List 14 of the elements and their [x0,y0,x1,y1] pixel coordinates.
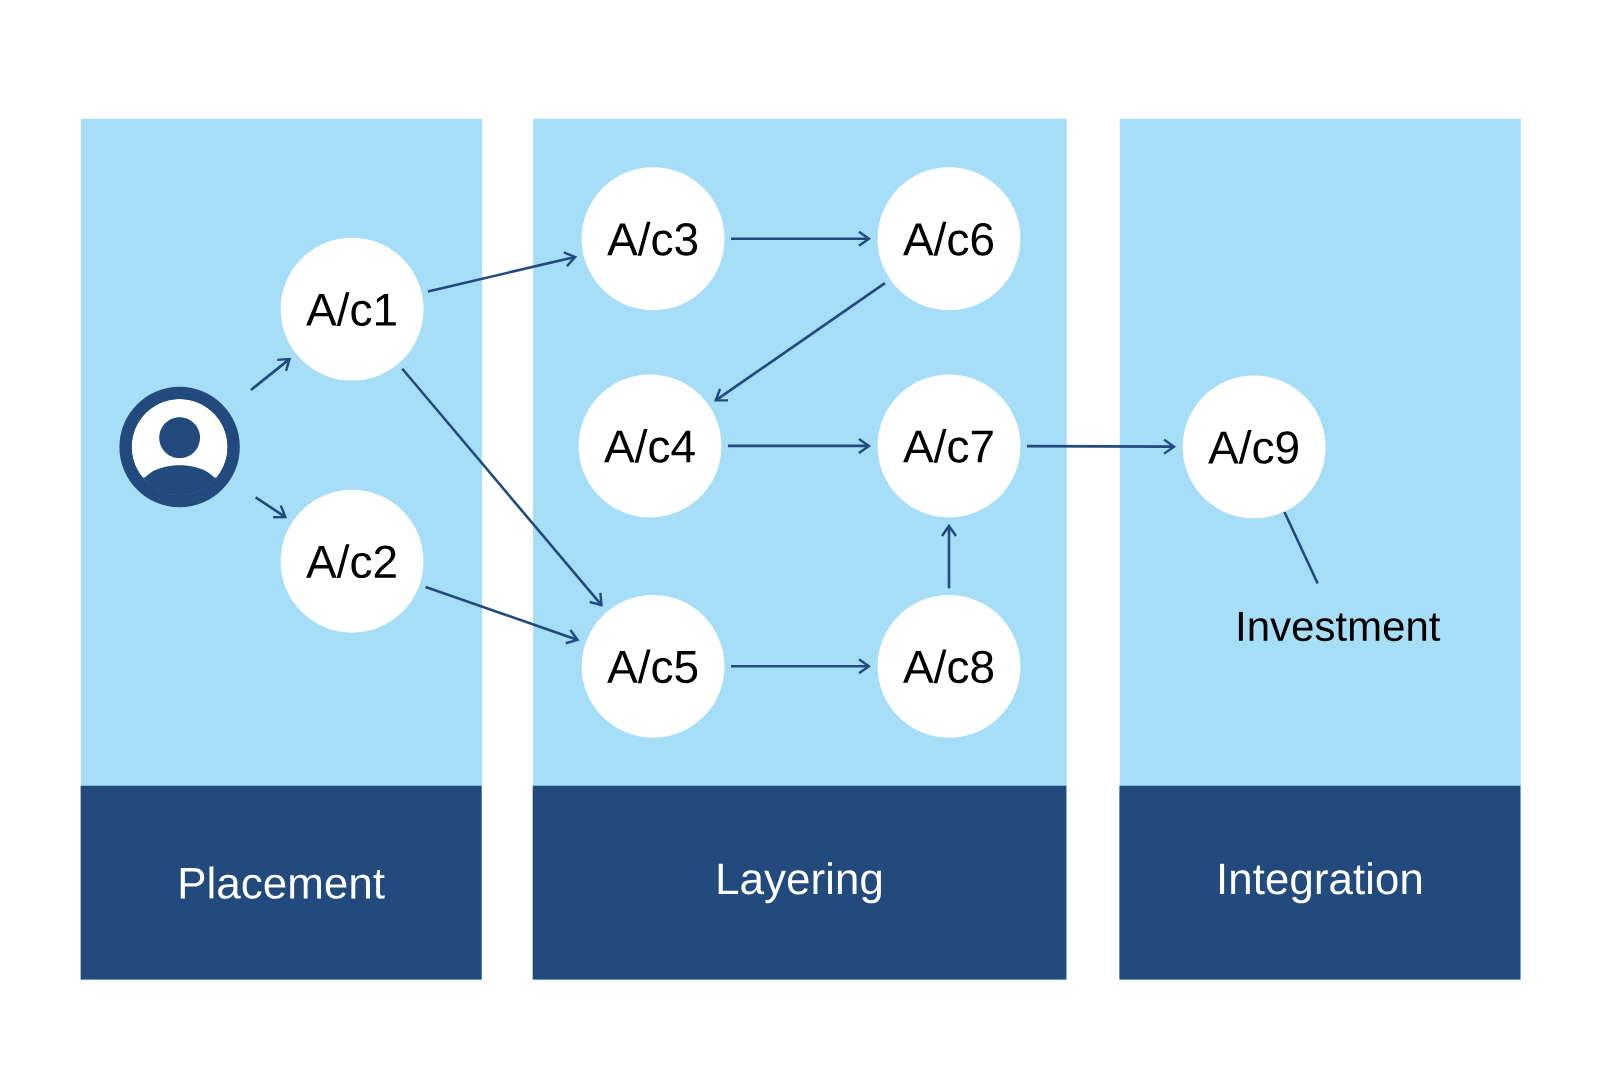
person-icon [119,386,240,507]
arrow [401,367,603,607]
label-text: Investment [1238,611,1441,641]
arrow [727,437,872,454]
leader-line [1283,511,1319,584]
arrow [731,658,872,675]
arrow [731,230,872,247]
arrow [425,585,580,645]
arrow [941,523,957,589]
arrow [250,357,292,391]
arrow [254,496,288,519]
arrow [714,281,886,402]
arrow [1026,438,1177,455]
arrow [427,251,578,293]
